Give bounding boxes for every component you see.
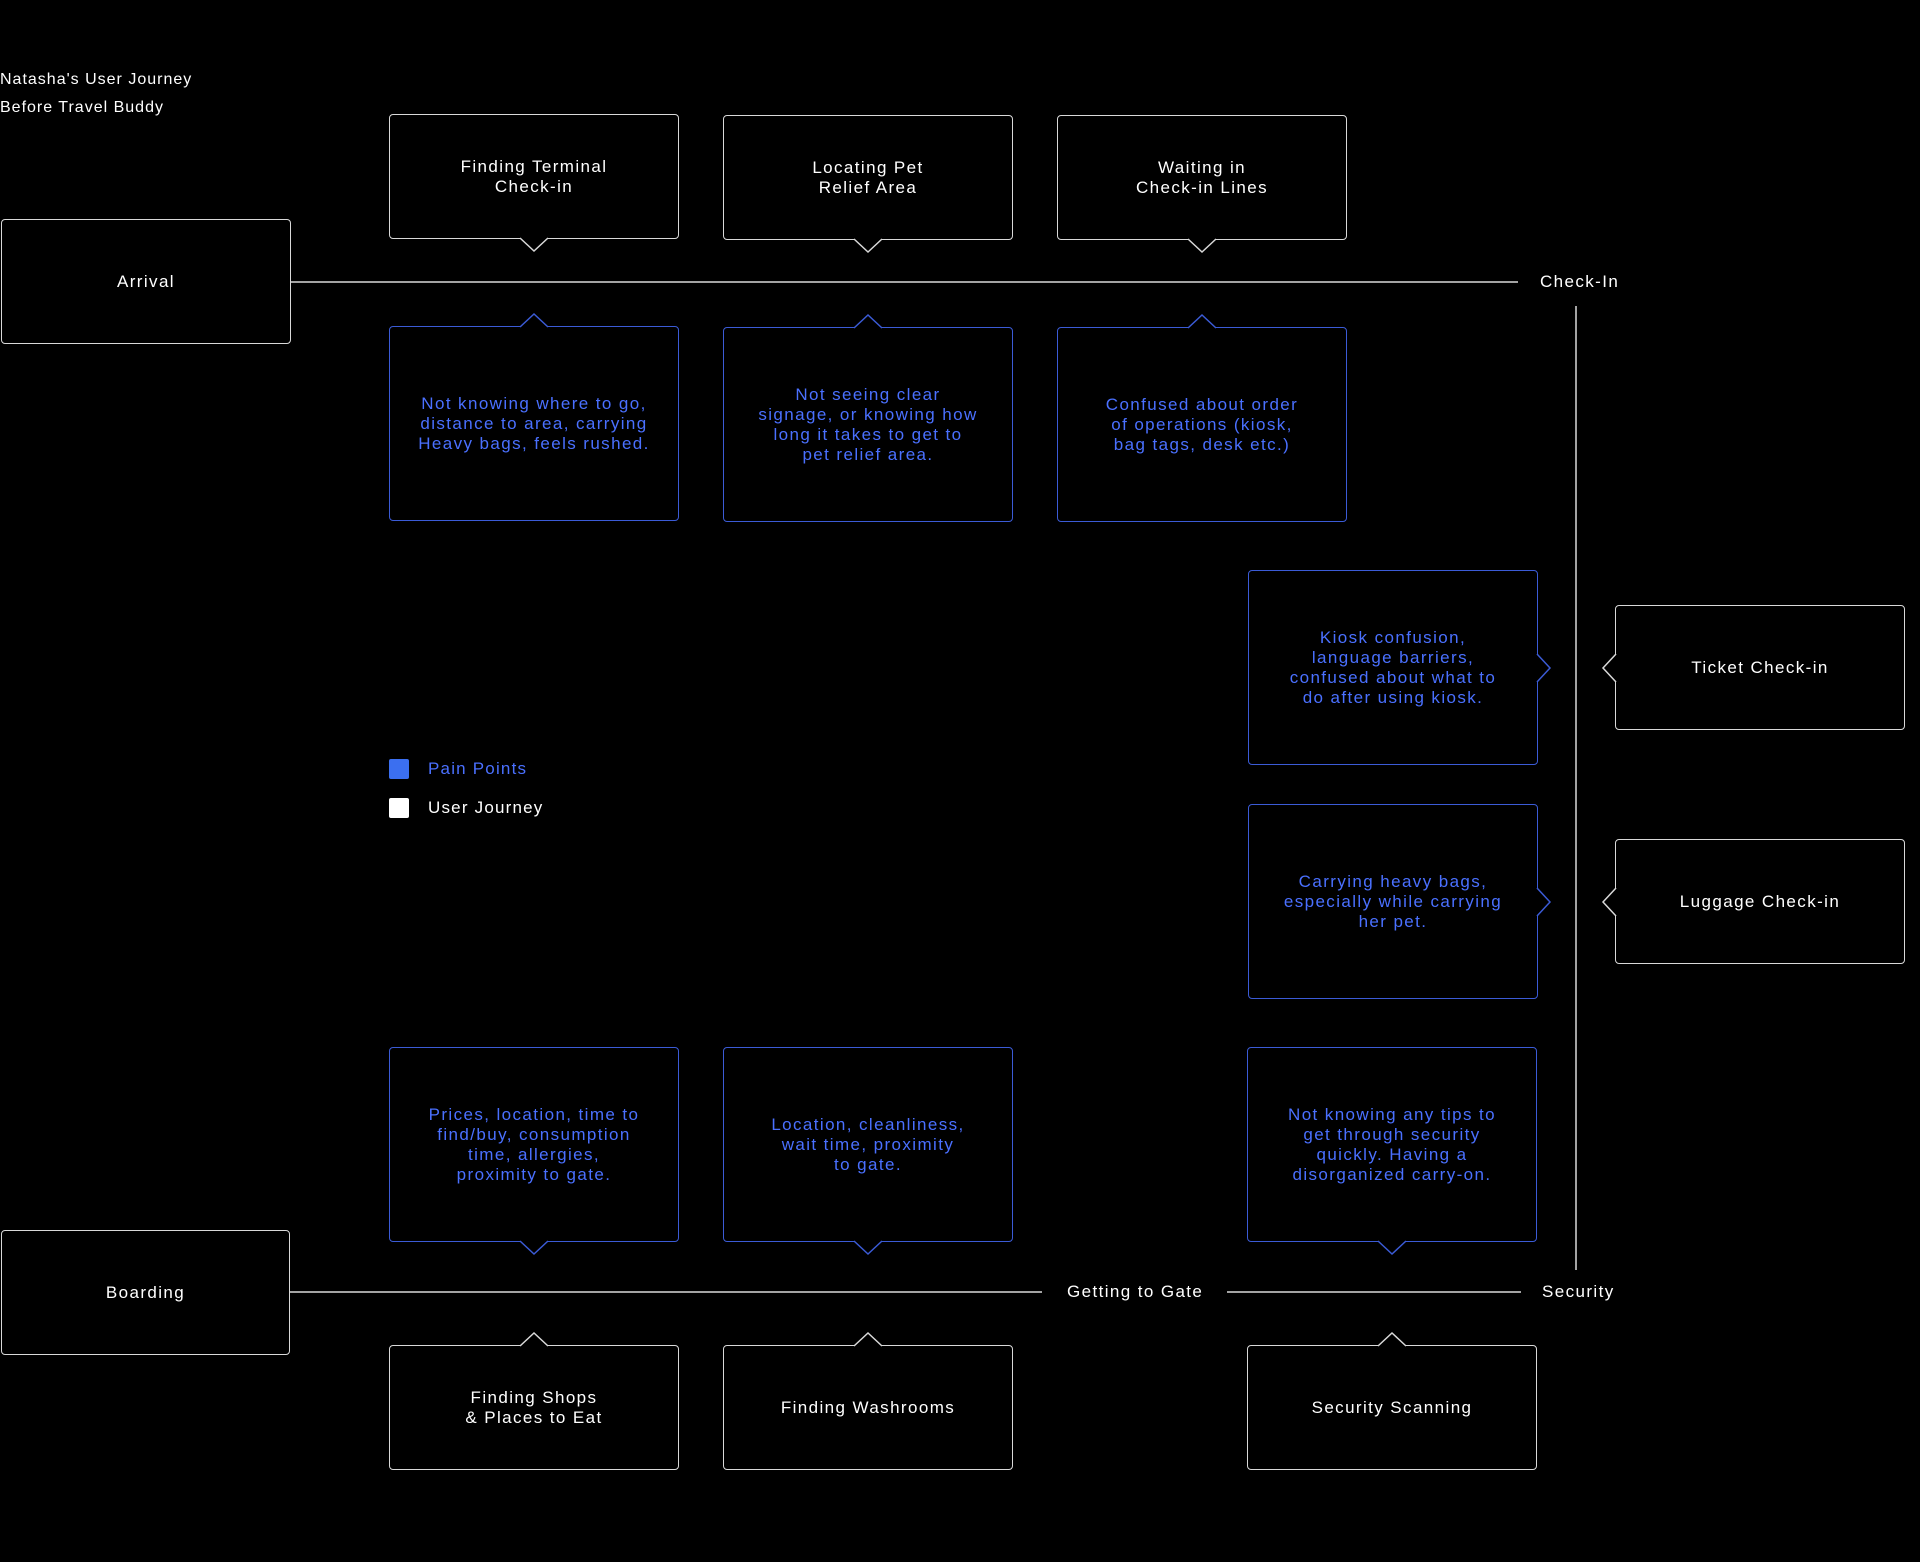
journey-finding-terminal: Finding Terminal Check-in — [389, 114, 679, 239]
journey-waiting-lines: Waiting in Check-in Lines — [1057, 115, 1347, 240]
legend-label-pain: Pain Points — [428, 759, 528, 778]
pointer-right — [1536, 887, 1552, 917]
pain-finding-shops: Prices, location, time to find/buy, cons… — [389, 1047, 679, 1242]
journey-luggage-checkin: Luggage Check-in — [1615, 839, 1905, 964]
stage-arrival: Arrival — [1, 219, 291, 344]
pain-luggage-checkin: Carrying heavy bags, especially while ca… — [1248, 804, 1538, 999]
pointer-down — [853, 238, 883, 254]
legend-swatch-pain — [389, 759, 409, 779]
legend-item-pain-points: Pain Points — [389, 758, 544, 780]
pointer-left — [1601, 653, 1617, 683]
stage-getting-to-gate: Getting to Gate — [1055, 1282, 1216, 1302]
title-line-2: Before Travel Buddy — [0, 99, 164, 116]
pointer-up — [1377, 1331, 1407, 1347]
pointer-down — [1377, 1240, 1407, 1256]
pointer-down — [853, 1240, 883, 1256]
stage-security: Security — [1530, 1282, 1627, 1302]
journey-security-scanning: Security Scanning — [1247, 1345, 1537, 1470]
pointer-up — [519, 312, 549, 328]
legend-swatch-journey — [389, 798, 409, 818]
pointer-down — [1187, 238, 1217, 254]
pain-security-scanning: Not knowing any tips to get through secu… — [1247, 1047, 1537, 1242]
pain-finding-washrooms: Location, cleanliness, wait time, proxim… — [723, 1047, 1013, 1242]
stage-check-in: Check-In — [1528, 272, 1632, 292]
journey-locating-pet-relief: Locating Pet Relief Area — [723, 115, 1013, 240]
pointer-right — [1536, 653, 1552, 683]
stage-boarding: Boarding — [1, 1230, 290, 1355]
pointer-up — [519, 1331, 549, 1347]
pointer-up — [1187, 313, 1217, 329]
pointer-down — [519, 1240, 549, 1256]
journey-finding-washrooms: Finding Washrooms — [723, 1345, 1013, 1470]
pointer-down — [519, 237, 549, 253]
legend-label-journey: User Journey — [428, 798, 544, 817]
pointer-left — [1601, 887, 1617, 917]
pointer-up — [853, 313, 883, 329]
legend: Pain Points User Journey — [389, 758, 544, 819]
pointer-up — [853, 1331, 883, 1347]
pain-finding-terminal: Not knowing where to go, distance to are… — [389, 326, 679, 521]
journey-finding-shops: Finding Shops & Places to Eat — [389, 1345, 679, 1470]
pain-locating-pet-relief: Not seeing clear signage, or knowing how… — [723, 327, 1013, 522]
legend-item-user-journey: User Journey — [389, 797, 544, 819]
journey-ticket-checkin: Ticket Check-in — [1615, 605, 1905, 730]
diagram-title: Natasha's User Journey Before Travel Bud… — [0, 66, 192, 122]
title-line-1: Natasha's User Journey — [0, 71, 193, 88]
